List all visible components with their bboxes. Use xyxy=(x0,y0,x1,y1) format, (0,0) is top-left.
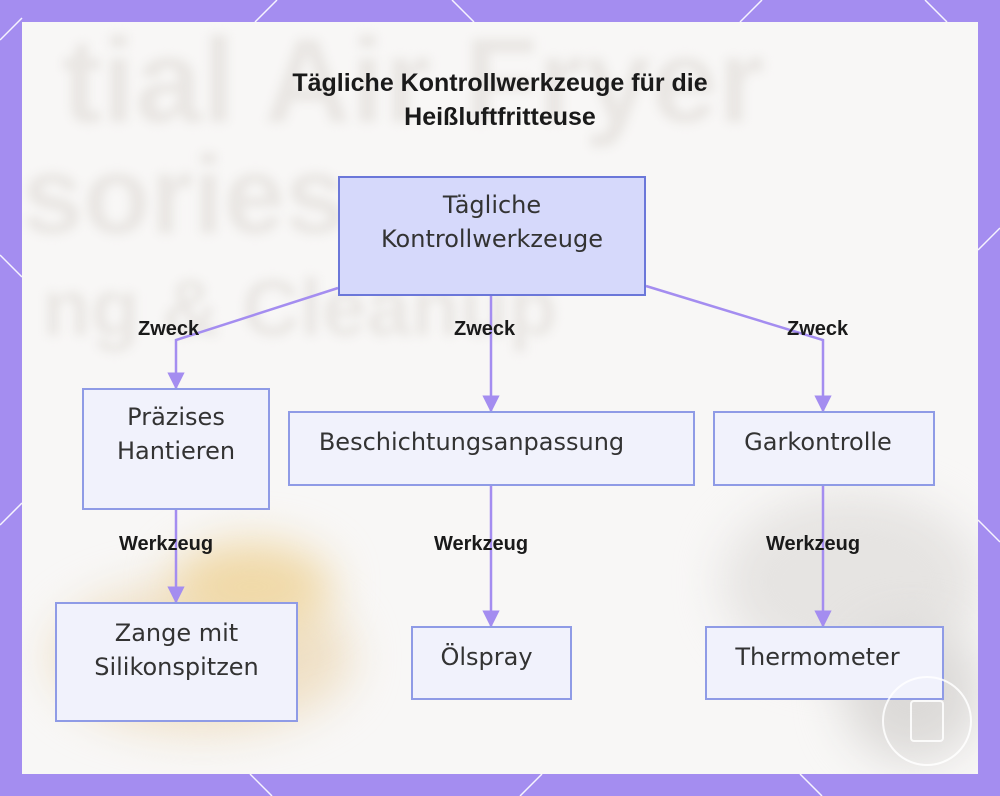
document-stamp-icon xyxy=(882,676,972,766)
background-text: sories xyxy=(22,134,347,257)
node-root: Tägliche Kontrollwerkzeuge xyxy=(338,176,646,296)
edge-root-cooking xyxy=(645,284,832,413)
edge-label-tool: Werkzeug xyxy=(434,533,529,555)
node-precise-handling: Präzises Hantieren xyxy=(82,388,270,510)
edge-label-purpose: Zweck xyxy=(138,318,200,340)
diagram-title: Tägliche Kontrollwerkzeuge für die Heißl… xyxy=(292,69,708,131)
background-text: tial Air Fryer xyxy=(62,22,765,148)
node-oil-spray: Ölspray xyxy=(411,626,572,700)
edge-label-tool: Werkzeug xyxy=(119,533,214,555)
edge-root-handling xyxy=(167,286,339,390)
document-icon xyxy=(910,700,944,742)
node-tongs: Zange mit Silikonspitzen xyxy=(55,602,298,722)
node-cooking-control: Garkontrolle xyxy=(713,411,935,486)
edge-label-purpose: Zweck xyxy=(787,318,849,340)
edge-label-tool: Werkzeug xyxy=(766,533,861,555)
edge-label-purpose: Zweck xyxy=(454,318,516,340)
node-coating-adjustment: Beschichtungsanpassung xyxy=(288,411,695,486)
